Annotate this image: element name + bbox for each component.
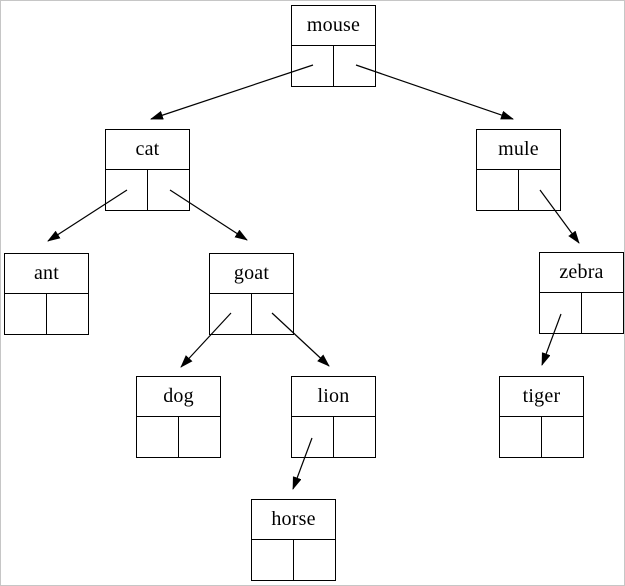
tree-node-tiger: tiger — [499, 376, 584, 458]
tree-node-goat: goat — [209, 253, 294, 335]
node-label-tiger: tiger — [500, 377, 583, 417]
mouse-left-pointer-cell — [292, 46, 334, 86]
node-label-mouse: mouse — [292, 6, 375, 46]
mouse-right-pointer-cell — [334, 46, 375, 86]
cat-left-pointer-cell — [106, 170, 148, 210]
node-pointer-cells-zebra — [540, 293, 623, 333]
node-pointer-cells-mouse — [292, 46, 375, 86]
tiger-right-pointer-cell — [542, 417, 583, 457]
node-pointer-cells-horse — [252, 540, 335, 580]
lion-left-pointer-cell — [292, 417, 334, 457]
node-pointer-cells-mule — [477, 170, 560, 210]
horse-right-pointer-cell — [294, 540, 335, 580]
goat-right-pointer-cell — [252, 294, 293, 334]
tree-node-mule: mule — [476, 129, 561, 211]
node-label-dog: dog — [137, 377, 220, 417]
node-label-lion: lion — [292, 377, 375, 417]
node-pointer-cells-goat — [210, 294, 293, 334]
tree-node-cat: cat — [105, 129, 190, 211]
cat-right-pointer-cell — [148, 170, 189, 210]
lion-right-pointer-cell — [334, 417, 375, 457]
tree-node-dog: dog — [136, 376, 221, 458]
edge-mouse-right-to-mule — [355, 64, 514, 120]
dog-left-pointer-cell — [137, 417, 179, 457]
tree-node-horse: horse — [251, 499, 336, 581]
node-label-goat: goat — [210, 254, 293, 294]
node-pointer-cells-ant — [5, 294, 88, 334]
tree-node-zebra: zebra — [539, 252, 624, 334]
zebra-right-pointer-cell — [582, 293, 623, 333]
node-label-ant: ant — [5, 254, 88, 294]
node-label-zebra: zebra — [540, 253, 623, 293]
ant-right-pointer-cell — [47, 294, 88, 334]
horse-left-pointer-cell — [252, 540, 294, 580]
zebra-left-pointer-cell — [540, 293, 582, 333]
mule-right-pointer-cell — [519, 170, 560, 210]
tree-node-ant: ant — [4, 253, 89, 335]
node-label-mule: mule — [477, 130, 560, 170]
node-label-horse: horse — [252, 500, 335, 540]
tiger-left-pointer-cell — [500, 417, 542, 457]
goat-left-pointer-cell — [210, 294, 252, 334]
node-pointer-cells-dog — [137, 417, 220, 457]
edge-mouse-left-to-cat — [150, 64, 314, 120]
tree-node-mouse: mouse — [291, 5, 376, 87]
node-pointer-cells-tiger — [500, 417, 583, 457]
dog-right-pointer-cell — [179, 417, 220, 457]
tree-node-lion: lion — [291, 376, 376, 458]
node-pointer-cells-cat — [106, 170, 189, 210]
node-pointer-cells-lion — [292, 417, 375, 457]
ant-left-pointer-cell — [5, 294, 47, 334]
mule-left-pointer-cell — [477, 170, 519, 210]
node-label-cat: cat — [106, 130, 189, 170]
